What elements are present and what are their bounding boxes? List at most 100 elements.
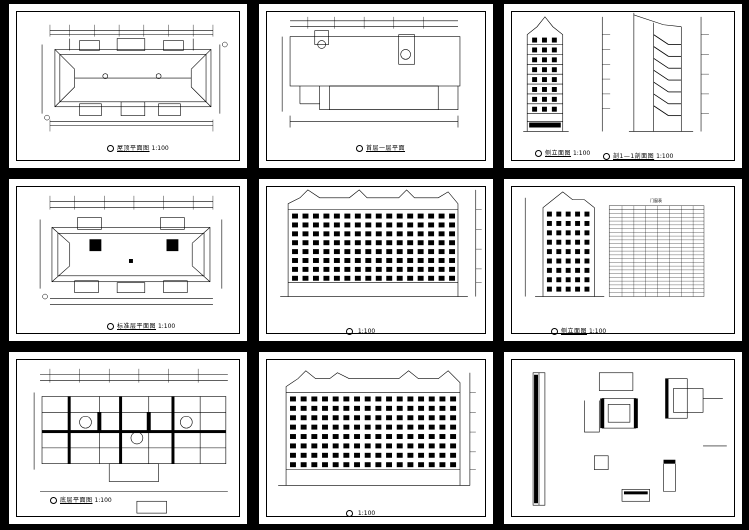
window-mark	[584, 230, 590, 236]
window-mark	[343, 424, 350, 430]
window-mark	[312, 266, 319, 272]
window-mark	[417, 249, 424, 255]
window-mark	[428, 434, 435, 439]
window-mark	[556, 277, 562, 283]
window-mark	[407, 415, 414, 421]
window-mark	[450, 396, 457, 402]
rear-elevation-windows	[290, 396, 457, 468]
window-mark	[322, 434, 328, 439]
window-mark	[565, 267, 571, 273]
window-mark	[584, 267, 590, 273]
window-mark	[375, 443, 382, 449]
drawing-sheet-front-elevation[interactable]: 1:100	[259, 179, 493, 341]
window-mark	[417, 258, 424, 263]
window-mark	[365, 222, 372, 228]
window-mark	[354, 462, 360, 468]
details-drawing	[532, 372, 727, 506]
window-mark	[375, 405, 382, 411]
window-mark	[438, 240, 445, 246]
window-mark	[449, 231, 456, 237]
window-mark	[556, 249, 562, 255]
window-mark	[439, 424, 446, 430]
window-mark	[311, 434, 318, 439]
window-mark	[565, 277, 571, 283]
window-mark	[375, 434, 382, 439]
drawing-scale-2: 1:100	[656, 153, 674, 160]
window-mark	[449, 266, 456, 272]
window-mark	[333, 258, 340, 263]
window-mark	[396, 222, 403, 228]
drawing-sheet-elevation-door-window-table[interactable]: 门窗表 侧立面图 1:100	[504, 179, 742, 341]
window-mark	[396, 434, 403, 439]
window-mark	[418, 424, 425, 430]
window-mark	[386, 462, 393, 468]
window-mark	[407, 249, 414, 255]
window-mark	[332, 405, 339, 411]
window-mark	[428, 405, 435, 411]
drawing-title: 侧立面图	[545, 150, 572, 157]
standard-floor-plan-drawing	[39, 195, 223, 305]
window-mark	[450, 434, 457, 439]
drawing-title: 标准层平面图	[117, 323, 157, 330]
window-mark	[575, 258, 581, 264]
window-mark	[354, 249, 361, 255]
window-mark	[292, 249, 298, 255]
window-mark	[344, 258, 351, 263]
window-mark	[417, 275, 424, 281]
window-mark	[584, 258, 590, 264]
drawing-sheet-details[interactable]	[504, 352, 742, 524]
window-mark	[407, 434, 414, 439]
window-mark	[428, 266, 435, 272]
drawing-title: 底层平面图	[60, 497, 93, 504]
side-elevation-drawing	[523, 12, 709, 132]
window-mark	[365, 275, 372, 281]
window-mark	[364, 405, 371, 411]
window-mark	[312, 240, 319, 246]
window-mark	[300, 396, 307, 402]
window-mark	[428, 213, 435, 219]
drawing-sheet-ground-floor-plan[interactable]: 底层平面图 1:100	[9, 352, 247, 524]
window-mark	[565, 258, 571, 264]
drawing-caption: 1:100	[346, 328, 375, 336]
front-elevation-windows	[292, 213, 456, 281]
window-mark	[386, 396, 393, 402]
sheet-frame	[511, 11, 735, 161]
window-mark	[407, 405, 414, 411]
window-mark	[396, 443, 403, 449]
window-mark	[556, 286, 562, 292]
window-mark	[386, 434, 393, 439]
detail-mark-icon	[346, 510, 353, 517]
window-mark	[418, 434, 425, 439]
window-mark	[375, 396, 382, 402]
window-mark	[290, 405, 296, 411]
window-mark	[428, 258, 435, 263]
window-mark	[450, 443, 457, 449]
drawing-sheet-standard-floor-plan[interactable]: 标准层平面图 1:100	[9, 179, 247, 341]
drawing-sheet-side-elevation-section[interactable]: 侧立面图 1:100 剖1—1剖面图 1:100	[504, 4, 742, 168]
window-mark	[396, 415, 403, 421]
window-mark	[354, 275, 361, 281]
drawing-sheet-rear-elevation[interactable]: 1:100	[259, 352, 493, 524]
window-mark	[439, 434, 446, 439]
table-title: 门窗表	[650, 198, 662, 203]
window-mark	[375, 222, 382, 228]
window-mark	[312, 213, 319, 219]
drawing-sheet-roof-plan[interactable]: 屋顶平面图 1:100	[9, 4, 247, 168]
window-mark	[386, 240, 393, 246]
window-mark	[375, 275, 382, 281]
drawing-sheet-first-floor-plan[interactable]: 首层一层平面	[259, 4, 493, 168]
rear-elevation-drawing	[278, 370, 476, 486]
window-mark	[290, 434, 296, 439]
first-floor-plan-drawing	[281, 16, 461, 128]
window-mark	[312, 249, 319, 255]
side-elevation-windows	[546, 211, 590, 292]
window-mark	[386, 249, 393, 255]
window-mark	[565, 249, 571, 255]
window-mark	[292, 222, 298, 228]
window-mark	[302, 231, 309, 237]
window-mark	[354, 452, 360, 458]
window-mark	[396, 258, 403, 263]
drawing-caption: 标准层平面图 1:100	[107, 323, 175, 331]
window-mark	[332, 434, 339, 439]
window-mark	[396, 275, 403, 281]
